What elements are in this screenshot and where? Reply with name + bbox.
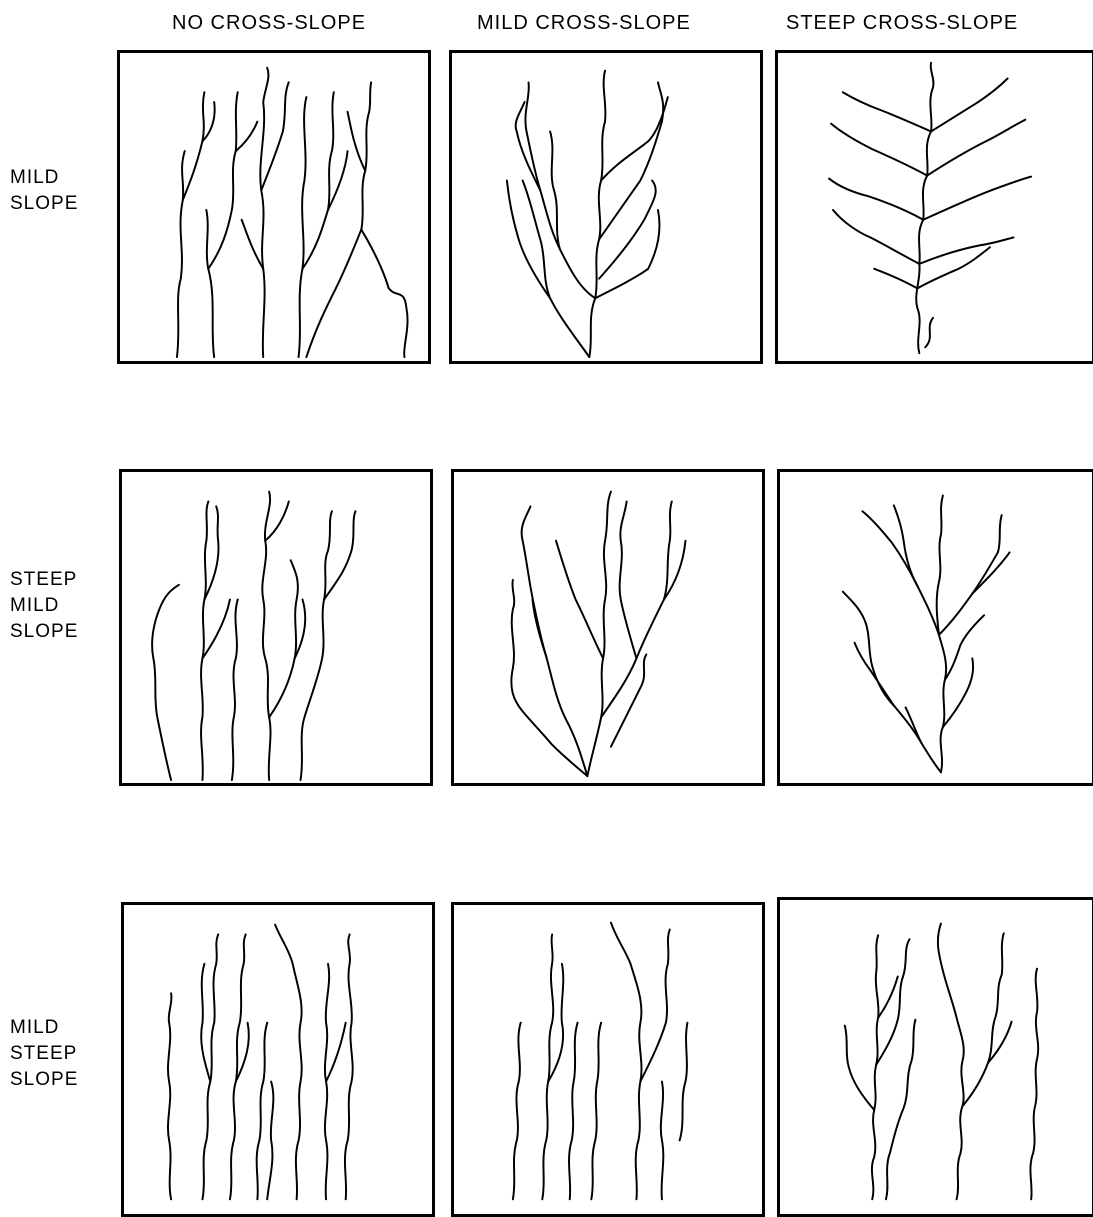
panel-mild-steep-slope-mild-cross-slope (451, 902, 765, 1217)
row-label-line: STEEP (10, 1041, 78, 1067)
column-header-no-cross-slope: NO CROSS-SLOPE (172, 12, 366, 35)
row-label-line: MILD (10, 593, 78, 619)
panel-mild-slope-steep-cross-slope (775, 50, 1093, 364)
panel-steep-mild-slope-no-cross-slope (119, 469, 433, 786)
panel-mild-slope-mild-cross-slope (449, 50, 763, 364)
row-label-mild-slope: MILD SLOPE (10, 165, 78, 217)
rill-network-drawing (778, 53, 1092, 361)
panel-mild-steep-slope-steep-cross-slope (777, 897, 1093, 1217)
rill-network-drawing (122, 472, 430, 783)
rill-network-drawing (120, 53, 428, 361)
panel-mild-slope-no-cross-slope (117, 50, 431, 364)
rill-network-drawing (454, 472, 762, 783)
row-label-steep-mild-slope: STEEP MILD SLOPE (10, 567, 78, 645)
rill-network-drawing (780, 472, 1092, 783)
rill-network-drawing (124, 905, 432, 1214)
rill-network-drawing (780, 900, 1092, 1214)
row-label-line: SLOPE (10, 1067, 78, 1093)
panel-steep-mild-slope-steep-cross-slope (777, 469, 1093, 786)
row-label-line: MILD (10, 165, 78, 191)
panel-mild-steep-slope-no-cross-slope (121, 902, 435, 1217)
row-label-mild-steep-slope: MILD STEEP SLOPE (10, 1015, 78, 1093)
row-label-line: SLOPE (10, 619, 78, 645)
rill-network-drawing (454, 905, 762, 1214)
row-label-line: SLOPE (10, 191, 78, 217)
rill-network-drawing (452, 53, 760, 361)
panel-steep-mild-slope-mild-cross-slope (451, 469, 765, 786)
column-header-mild-cross-slope: MILD CROSS-SLOPE (477, 12, 691, 35)
row-label-line: MILD (10, 1015, 78, 1041)
row-label-line: STEEP (10, 567, 78, 593)
column-header-steep-cross-slope: STEEP CROSS-SLOPE (786, 12, 1018, 35)
